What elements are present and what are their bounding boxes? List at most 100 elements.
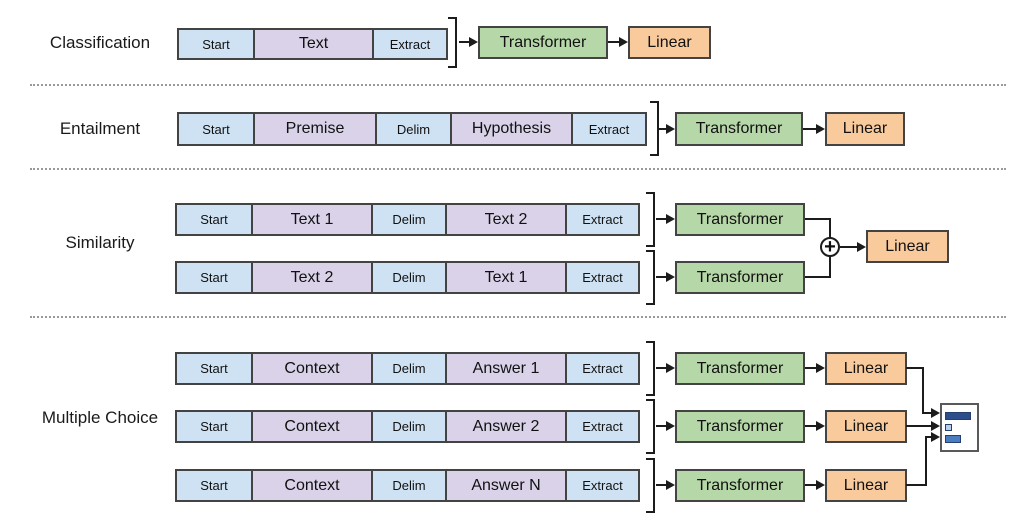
arrow-right-icon (805, 484, 818, 486)
arrowhead-icon (666, 272, 675, 282)
section-label-similarity: Similarity (65, 233, 135, 252)
section-divider (30, 84, 1006, 86)
token-cell-extract: Extract (372, 30, 446, 58)
token-cell-extract: Extract (565, 354, 638, 383)
arrowhead-icon (469, 37, 478, 47)
arrowhead-icon (931, 432, 940, 442)
arrow-right-icon (608, 41, 621, 43)
extract-bracket (646, 458, 655, 513)
score-bar-2 (945, 424, 952, 431)
token-cell-delim: Delim (371, 263, 445, 292)
connector-line (906, 425, 933, 427)
token-cell-answer-1: Answer 1 (445, 354, 565, 383)
transformer-block: Transformer (675, 112, 803, 146)
token-cell-text-2: Text 2 (445, 205, 565, 234)
token-cell-delim: Delim (371, 412, 445, 441)
token-cell-extract: Extract (571, 114, 645, 144)
arrow-right-icon (840, 246, 859, 248)
token-cell-hypothesis: Hypothesis (450, 114, 571, 144)
extract-bracket (650, 101, 659, 156)
token-cell-text-1: Text 1 (251, 205, 371, 234)
token-cell-answer-n: Answer N (445, 471, 565, 500)
token-cell-start: Start (179, 30, 253, 58)
connector-line (829, 256, 831, 277)
token-sequence: Start Context Delim Answer N Extract (175, 469, 640, 502)
arrow-right-icon (459, 41, 471, 43)
arrowhead-icon (857, 242, 866, 252)
token-cell-text: Text (253, 30, 372, 58)
linear-block: Linear (825, 352, 907, 385)
extract-bracket (646, 250, 655, 305)
token-cell-extract: Extract (565, 205, 638, 234)
token-sequence: Start Context Delim Answer 2 Extract (175, 410, 640, 443)
connector-line (922, 412, 933, 414)
token-cell-start: Start (179, 114, 253, 144)
extract-bracket (448, 17, 457, 68)
section-label-entailment: Entailment (59, 119, 141, 138)
token-cell-extract: Extract (565, 412, 638, 441)
arrow-right-icon (803, 128, 818, 130)
connector-line (805, 276, 831, 278)
transformer-block: Transformer (478, 26, 608, 59)
arrowhead-icon (619, 37, 628, 47)
arrowhead-icon (666, 480, 675, 490)
arrowhead-icon (816, 124, 825, 134)
section-label-multiple-choice: Multiple Choice (41, 408, 159, 427)
arrow-right-icon (805, 425, 818, 427)
transformer-block: Transformer (675, 352, 805, 385)
arrow-right-icon (656, 425, 668, 427)
token-cell-answer-2: Answer 2 (445, 412, 565, 441)
sum-plus-icon: + (820, 237, 840, 257)
connector-line (922, 368, 924, 414)
token-sequence: Start Text 2 Delim Text 1 Extract (175, 261, 640, 294)
token-cell-extract: Extract (565, 471, 638, 500)
arrow-right-icon (659, 128, 668, 130)
extract-bracket (646, 399, 655, 454)
arrow-right-icon (656, 218, 668, 220)
extract-bracket (646, 192, 655, 247)
linear-block: Linear (825, 410, 907, 443)
token-cell-text-1: Text 1 (445, 263, 565, 292)
linear-block: Linear (825, 112, 905, 146)
token-cell-premise: Premise (253, 114, 375, 144)
arrowhead-icon (666, 363, 675, 373)
arrowhead-icon (666, 124, 675, 134)
arrowhead-icon (816, 480, 825, 490)
transformer-block: Transformer (675, 410, 805, 443)
linear-block: Linear (825, 469, 907, 502)
token-cell-delim: Delim (375, 114, 450, 144)
connector-line (925, 437, 927, 486)
arrow-right-icon (656, 276, 668, 278)
linear-block: Linear (866, 230, 949, 263)
token-cell-context: Context (251, 471, 371, 500)
arrow-right-icon (656, 367, 668, 369)
token-cell-start: Start (177, 412, 251, 441)
token-cell-text-2: Text 2 (251, 263, 371, 292)
connector-line (906, 367, 924, 369)
connector-line (829, 219, 831, 238)
token-cell-start: Start (177, 205, 251, 234)
transformer-block: Transformer (675, 261, 805, 294)
transformer-block: Transformer (675, 203, 805, 236)
connector-line (925, 436, 933, 438)
transformer-block: Transformer (675, 469, 805, 502)
token-cell-context: Context (251, 412, 371, 441)
arrowhead-icon (931, 421, 940, 431)
token-sequence: Start Premise Delim Hypothesis Extract (177, 112, 647, 146)
token-sequence: Start Text Extract (177, 28, 448, 60)
token-cell-start: Start (177, 263, 251, 292)
section-divider (30, 316, 1006, 318)
score-bar-1 (945, 412, 971, 420)
token-sequence: Start Context Delim Answer 1 Extract (175, 352, 640, 385)
arrowhead-icon (666, 214, 675, 224)
arrowhead-icon (816, 363, 825, 373)
token-cell-context: Context (251, 354, 371, 383)
connector-line (805, 218, 831, 220)
score-bar-3 (945, 435, 961, 443)
arrow-right-icon (805, 367, 818, 369)
token-cell-extract: Extract (565, 263, 638, 292)
token-cell-start: Start (177, 471, 251, 500)
token-cell-delim: Delim (371, 471, 445, 500)
section-label-classification: Classification (49, 33, 151, 52)
